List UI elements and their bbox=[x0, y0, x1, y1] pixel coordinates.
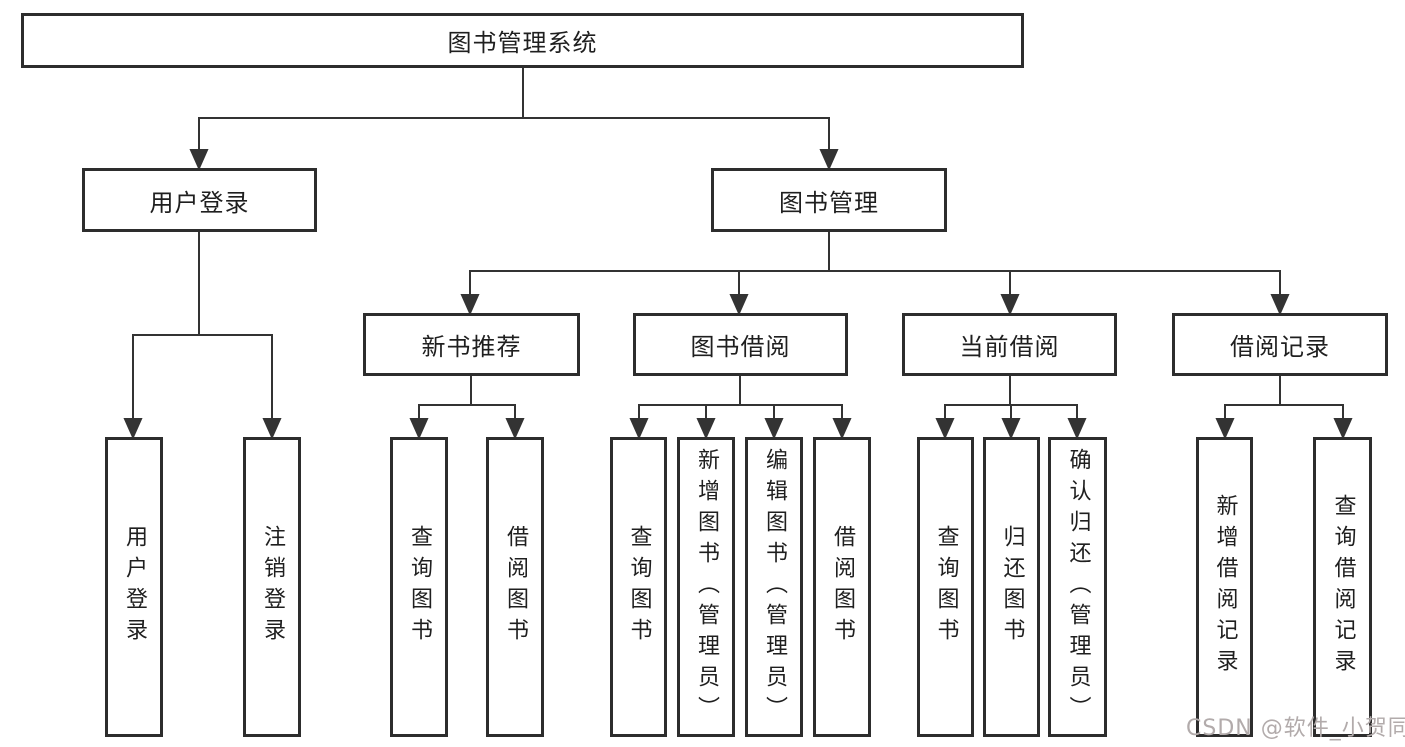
node-root: 图书管理系统 bbox=[21, 13, 1024, 68]
node-current-borrow: 当前借阅 bbox=[902, 313, 1117, 376]
leaf-label: 用户登录 bbox=[122, 525, 147, 649]
node-book-mgmt: 图书管理 bbox=[711, 168, 947, 232]
node-user-login: 用户登录 bbox=[82, 168, 317, 232]
connector-root-to-level2 bbox=[189, 68, 839, 171]
csdn-watermark: CSDN @软件_小贺同学 bbox=[1186, 716, 1405, 741]
leaf-new-book-borrow: 借阅图书 bbox=[486, 437, 544, 737]
leaf-confirm-return-admin: 确认归还（管理员） bbox=[1048, 437, 1107, 737]
node-new-book-label: 新书推荐 bbox=[421, 333, 522, 361]
leaf-label: 查询图书 bbox=[626, 525, 652, 649]
leaf-user-login: 用户登录 bbox=[105, 437, 163, 737]
node-book-mgmt-label: 图书管理 bbox=[779, 188, 879, 217]
leaf-label: 新增图书（管理员） bbox=[694, 447, 719, 727]
node-book-borrow-label: 图书借阅 bbox=[690, 333, 791, 361]
node-borrow-record-label: 借阅记录 bbox=[1230, 333, 1330, 361]
leaf-label: 注销登录 bbox=[260, 525, 285, 649]
connector-book-borrow-to-leaves bbox=[629, 376, 852, 440]
leaf-new-book-query: 查询图书 bbox=[390, 437, 448, 737]
leaf-borrow-add-admin: 新增图书（管理员） bbox=[677, 437, 735, 737]
connector-user-login-to-leaves bbox=[123, 232, 282, 440]
leaf-record-query: 查询借阅记录 bbox=[1313, 437, 1372, 737]
connector-book-mgmt-to-level3 bbox=[460, 232, 1290, 316]
node-current-borrow-label: 当前借阅 bbox=[959, 333, 1060, 361]
leaf-borrow-book: 借阅图书 bbox=[813, 437, 871, 737]
node-borrow-record: 借阅记录 bbox=[1172, 313, 1388, 376]
node-book-borrow: 图书借阅 bbox=[633, 313, 848, 376]
connector-new-book-to-leaves bbox=[409, 376, 525, 440]
node-user-login-label: 用户登录 bbox=[149, 188, 250, 217]
leaf-current-query: 查询图书 bbox=[917, 437, 974, 737]
leaf-label: 确认归还（管理员） bbox=[1065, 447, 1091, 727]
connector-borrow-record-to-leaves bbox=[1215, 376, 1353, 440]
leaf-logout: 注销登录 bbox=[243, 437, 301, 737]
leaf-return-book: 归还图书 bbox=[983, 437, 1040, 737]
leaf-record-add: 新增借阅记录 bbox=[1196, 437, 1253, 737]
node-new-book: 新书推荐 bbox=[363, 313, 580, 376]
leaf-borrow-edit-admin: 编辑图书（管理员） bbox=[745, 437, 803, 737]
leaf-label: 借阅图书 bbox=[503, 525, 528, 649]
connector-current-borrow-to-leaves bbox=[935, 376, 1087, 440]
leaf-label: 查询图书 bbox=[407, 525, 432, 649]
leaf-label: 查询图书 bbox=[933, 525, 959, 649]
leaf-label: 借阅图书 bbox=[830, 525, 855, 649]
leaf-label: 新增借阅记录 bbox=[1212, 494, 1238, 680]
leaf-label: 编辑图书（管理员） bbox=[762, 447, 787, 727]
leaf-label: 归还图书 bbox=[999, 525, 1025, 649]
node-root-label: 图书管理系统 bbox=[447, 29, 598, 57]
leaf-borrow-query: 查询图书 bbox=[610, 437, 667, 737]
leaf-label: 查询借阅记录 bbox=[1330, 494, 1356, 680]
